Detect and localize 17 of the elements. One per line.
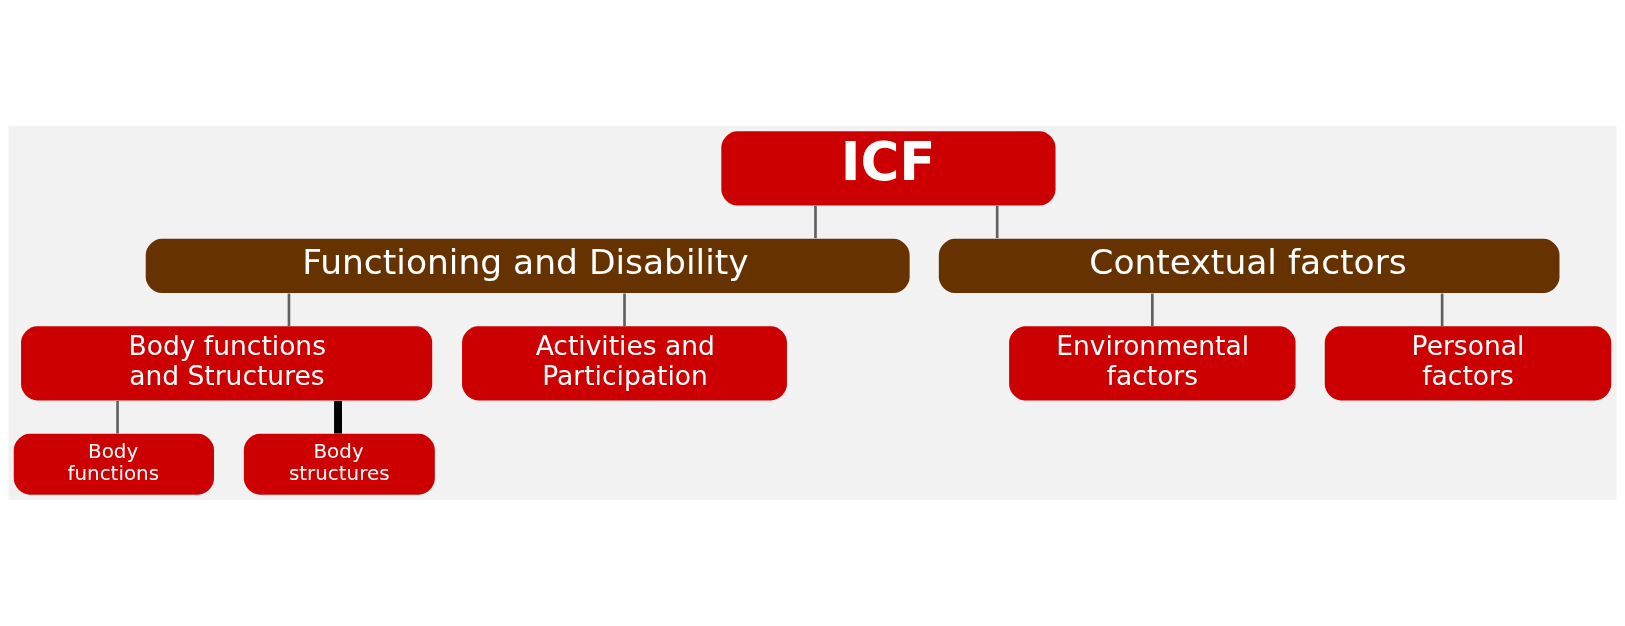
connector [995, 205, 999, 239]
connector [623, 293, 626, 327]
connector [334, 400, 343, 434]
node-box: Personal factors [1324, 326, 1612, 401]
connector [116, 400, 119, 434]
connector [814, 205, 817, 239]
node-box: ICF [721, 131, 1056, 206]
node-box: Environmental factors [1009, 326, 1296, 401]
node-box: Body functions and Structures [21, 326, 433, 401]
node-box: Functioning and Disability [145, 238, 910, 294]
node-box: Body structures [243, 433, 435, 495]
connector [1440, 293, 1444, 327]
connector [1151, 293, 1154, 327]
node-box: Activities and Participation [462, 326, 787, 401]
node-box: Body functions [13, 433, 215, 495]
node-box: Contextual factors [938, 238, 1560, 294]
connector [287, 293, 291, 327]
